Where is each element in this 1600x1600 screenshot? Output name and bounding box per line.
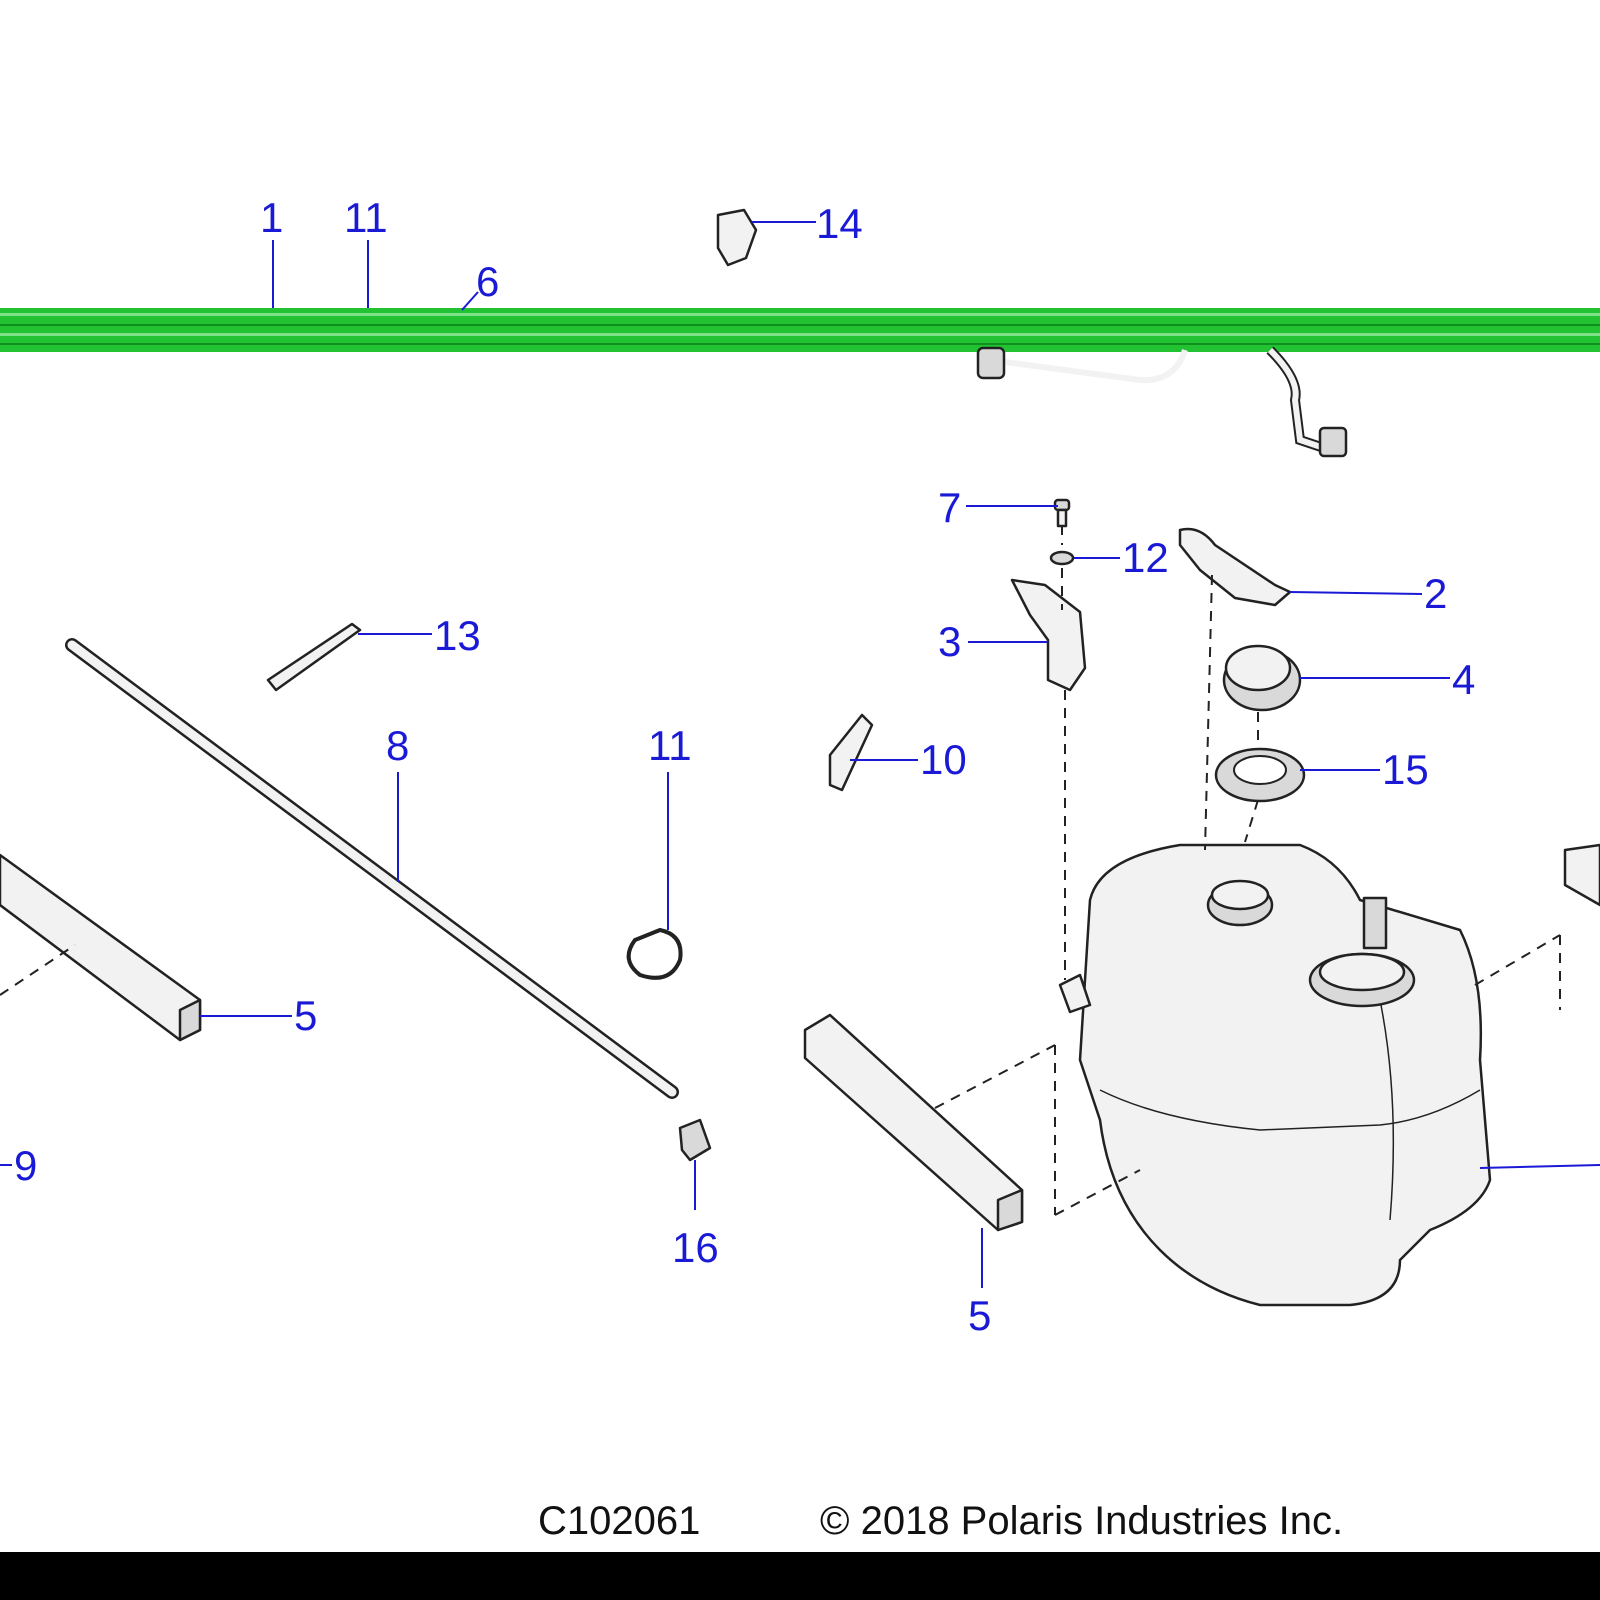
- washer-12: [1049, 550, 1075, 566]
- block-5-bottom: [803, 1013, 1024, 1232]
- bolt-7: [1053, 498, 1071, 528]
- callout-12: 12: [1122, 534, 1169, 581]
- strip-13: [266, 622, 362, 692]
- callout-16: 16: [672, 1224, 719, 1271]
- fuel-line: [976, 346, 1348, 458]
- assembly-guides: [0, 525, 1561, 1216]
- callout-1: 1: [260, 194, 283, 241]
- tie-11: [626, 927, 683, 980]
- cap-4: [1222, 644, 1302, 712]
- diagram-code: C102061: [538, 1499, 700, 1543]
- callout-7: 7: [938, 484, 961, 531]
- pad-10: [828, 713, 874, 792]
- callout-8: 8: [386, 722, 409, 769]
- bracket-2: [1178, 527, 1292, 607]
- block-right: [1563, 843, 1600, 907]
- copyright-notice: © 2018 Polaris Industries Inc.: [820, 1499, 1343, 1543]
- callout-6: 6: [476, 258, 499, 305]
- callout-5-bottom: 5: [968, 1292, 991, 1339]
- callout-11-top: 11: [344, 194, 388, 241]
- callout-13: 13: [434, 612, 481, 659]
- callout-14: 14: [816, 200, 863, 247]
- clip-14: [716, 208, 758, 267]
- wiring-harness: [0, 308, 1600, 352]
- callout-11-mid: 11: [648, 722, 692, 769]
- callout-10: 10: [920, 736, 967, 783]
- callout-2: 2: [1424, 570, 1447, 617]
- callout-15: 15: [1382, 746, 1429, 793]
- bracket-3: [1010, 578, 1087, 692]
- callout-3: 3: [938, 618, 961, 665]
- leader-lines: [0, 221, 1600, 1288]
- fuel-tank: [1058, 843, 1492, 1307]
- clip-16: [678, 1118, 712, 1162]
- callout-4: 4: [1452, 656, 1475, 703]
- bottom-bar: [0, 1552, 1600, 1600]
- callout-5-left: 5: [294, 992, 317, 1039]
- callout-9: 9: [14, 1142, 37, 1189]
- block-5-left: [0, 853, 202, 1042]
- ring-15: [1214, 747, 1306, 803]
